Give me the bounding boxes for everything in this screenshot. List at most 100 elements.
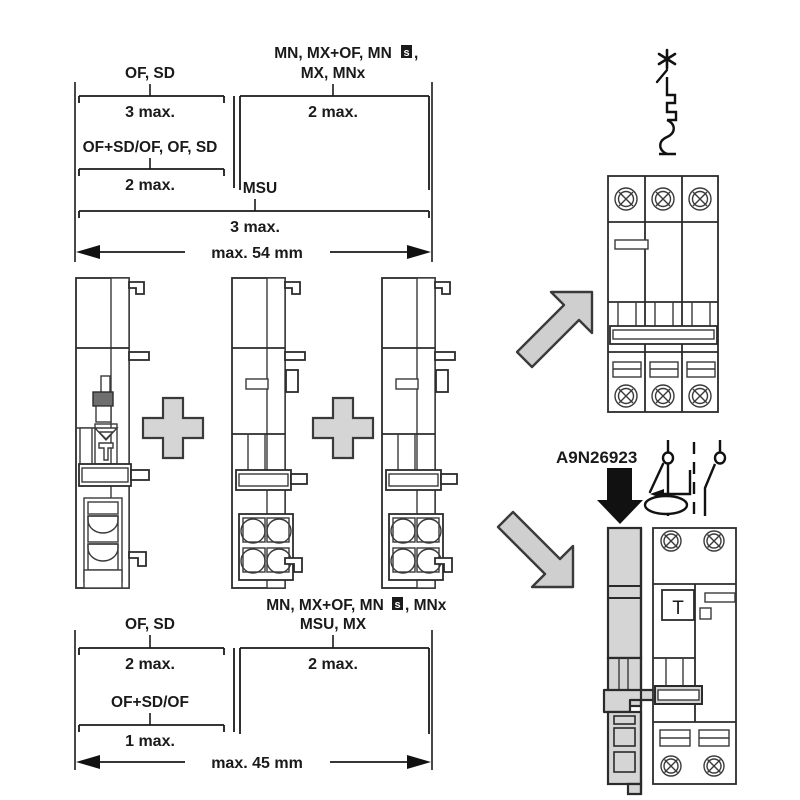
middle-module-top-clip [284,281,301,295]
three-pole-circuit-breaker[interactable] [607,175,719,413]
left-module-terminal-cell-1 [87,515,119,543]
rcbo-test-button[interactable] [661,589,695,621]
middle-module-window [245,378,269,390]
top-group3-value: 2 max. [125,177,175,194]
left-module-side-tab-upper [128,351,150,361]
circuit-breaker-schematic-symbol [655,48,678,156]
addon-module-terminal-1 [613,727,636,747]
left-module-terminal-slot-top [87,501,119,515]
breaker3-label-window [614,239,649,250]
top-overall-arrowhead-left [76,245,100,259]
middle-module-terminal-1 [240,518,266,544]
switch-blade [655,68,669,84]
middle-module-terminal-3 [240,548,266,574]
left-module-contact-triangle-inner [97,431,115,440]
bottom-overall-dimension: max. 45 mm [76,755,431,772]
arrow-down-right [496,510,575,589]
addon-module-upper-body [606,526,643,660]
top-group2-label-comma: , [414,45,418,62]
middle-module-flange [266,277,286,589]
middle-module-latch-bar-inner [238,473,289,487]
arrow-down-right-icon [496,510,575,589]
terminal-screw-icon [688,187,712,211]
plus-symbol-1 [141,396,205,460]
left-module-plunger-block [92,391,114,407]
bottom-group2-subscript: s [394,599,400,611]
bottom-group2-label-tail: , MNx [405,597,447,614]
top-group1-label: OF, SD [125,65,175,82]
top-overall-arrowhead-right [407,245,431,259]
right-module-terminal-2 [416,518,442,544]
rcbo-toggle-lever-inner [657,689,700,701]
bottom-group2-subscript-box [392,597,403,610]
terminal-screw-icon [703,530,725,552]
middle-module-terminal-cell-2 [266,517,290,543]
right-module-bottom-clip [434,557,453,573]
magnetic-trip-symbol [659,118,675,156]
top-group4-bracket [78,210,430,218]
right-module-latch-bar-inner [388,473,439,487]
plus-icon [141,396,205,460]
addon-module-gray[interactable] [602,526,657,796]
rcd-trip-link [657,470,692,496]
right-module-window [395,378,419,390]
rcbo-two-pole-body[interactable]: T [652,527,737,785]
top-group1-value: 3 max. [125,104,175,121]
middle-module-bottom-clip [284,557,303,573]
asterisk-icon [657,48,677,70]
bottom-group1-value: 2 max. [125,656,175,673]
left-module-side-channel [79,427,93,469]
left-module-contact-t [98,442,114,461]
auxiliary-module-right[interactable] [381,277,458,589]
rcbo-bottom-terminals [660,755,725,777]
bottom-group2-bracket [239,647,430,734]
top-overall-value: max. 54 mm [211,245,303,262]
top-group3-bracket [78,168,225,176]
arrow-up-right-icon [515,290,594,369]
auxiliary-module-middle[interactable] [231,277,308,589]
terminal-screw-icon [651,187,675,211]
middle-module-side-lug [285,369,299,393]
breaker3-bottom-terminals [614,384,712,408]
rcbo-test-button-label: T [672,598,684,619]
rcbo-top-terminals [660,530,725,552]
left-module-latch-bar-inner [81,467,129,483]
right-module-side-tab-upper [434,351,456,361]
bottom-group1-bracket [78,647,225,655]
addon-module-foot [626,782,643,796]
bottom-group1-label: OF, SD [125,616,175,633]
addon-module-terminal-2 [613,751,636,773]
bottom-group3-value: 1 max. [125,733,175,750]
left-module-side-tab-lower [130,469,150,481]
rcd-right-terminal [713,451,727,465]
middle-module-side-tab-upper [284,351,306,361]
plus-icon [311,396,375,460]
middle-module-terminal-2 [266,518,292,544]
arrow-up-right [515,290,594,369]
bottom-overall-arrowhead-left [76,755,100,769]
top-group4-value: 3 max. [230,219,280,236]
arrow-down-black-icon [597,468,643,524]
right-module-terminal-cell-1 [392,517,416,543]
rcd-left-blade [648,462,665,494]
middle-module-side-tab-lower [290,473,308,485]
thermal-trip-symbol [665,77,678,122]
left-module-top-clip [128,281,145,295]
top-overall-dimension: max. 54 mm [76,245,431,262]
rcd-toroid [643,494,689,516]
assembly-reference-label: A9N26923 [556,448,637,467]
top-group2-label-line1: MN, MX+OF, MN [274,45,392,62]
breaker3-top-terminals [614,187,712,211]
top-group4-label: MSU [243,180,277,197]
terminal-screw-icon [651,384,675,408]
rcbo-label-window [704,592,736,603]
bottom-dimension-block: OF, SD 2 max. MN, MX+OF, MN s , MNx MSU,… [74,597,447,772]
assembly-reference-group: A9N26923 [556,448,643,524]
plus-symbol-2 [311,396,375,460]
left-module-plunger-guide [95,405,112,423]
auxiliary-module-left[interactable] [75,277,150,589]
bottom-group2-label-text: MN, MX+OF, MN [266,597,384,614]
bottom-group2-label-line2: MSU, MX [300,616,367,633]
top-group2-label-line2: MX, MNx [301,65,366,82]
